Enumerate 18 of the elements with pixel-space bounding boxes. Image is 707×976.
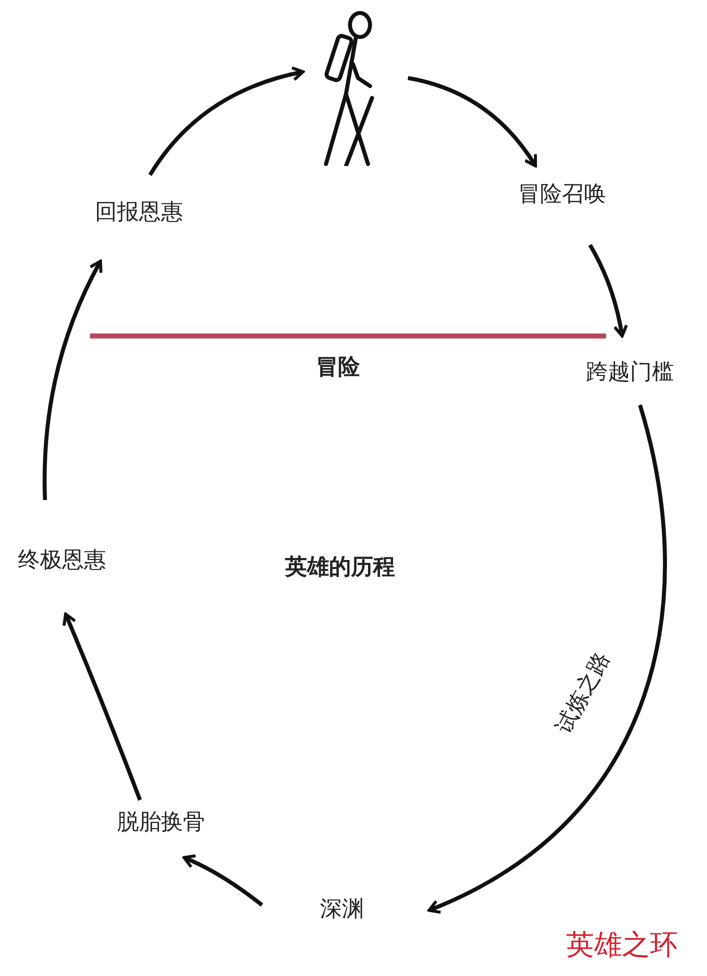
heading-label: 英雄的历程 xyxy=(285,554,395,582)
edge-label: 试炼之路 xyxy=(552,648,616,738)
arrow xyxy=(428,404,667,914)
heading-label: 冒险 xyxy=(316,354,360,382)
stage-label: 脱胎换骨 xyxy=(117,810,205,836)
stage-label: 冒险召唤 xyxy=(518,182,606,208)
stage-label: 跨越门槛 xyxy=(586,360,674,386)
arrow xyxy=(148,66,304,176)
arrow xyxy=(408,76,538,168)
arrow xyxy=(588,244,628,338)
stage-label: 回报恩惠 xyxy=(95,200,183,226)
hiker-drawing xyxy=(324,11,374,166)
arrow xyxy=(62,612,142,801)
stage-label: 深渊 xyxy=(320,897,364,924)
arrow xyxy=(42,260,103,500)
caption: 英雄之环 xyxy=(566,927,678,963)
arrow xyxy=(182,854,264,907)
stage-label: 终极恩惠 xyxy=(18,548,106,574)
